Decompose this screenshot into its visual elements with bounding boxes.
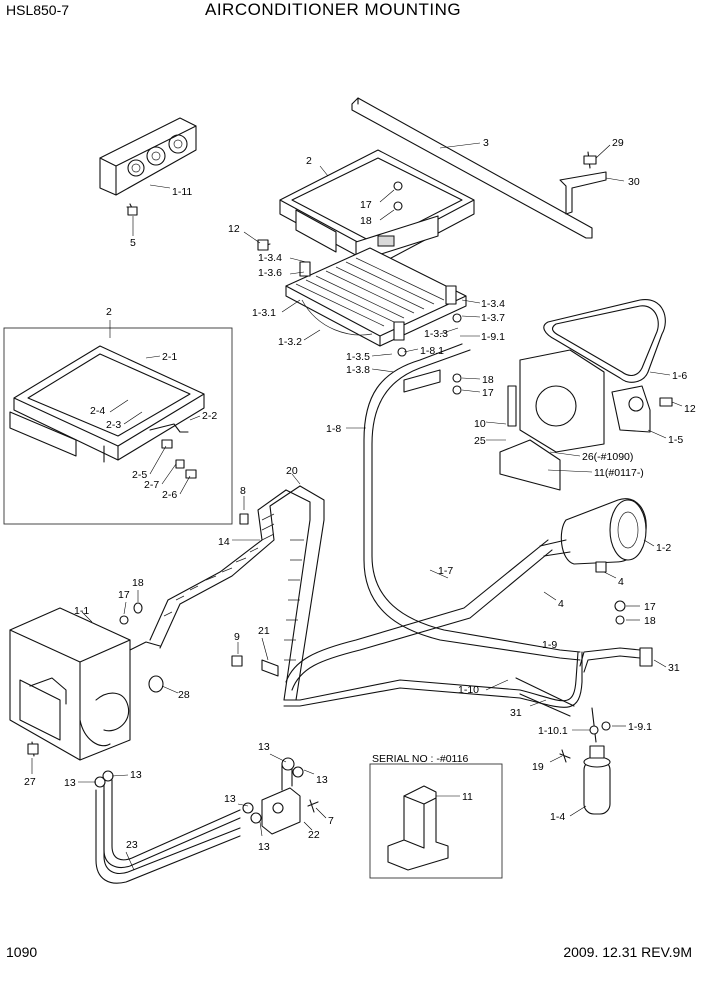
callout: 29 xyxy=(612,137,624,149)
callout: 21 xyxy=(258,625,270,637)
callout: 18 xyxy=(132,577,144,589)
receiver-drier-part[interactable] xyxy=(559,600,653,815)
callout: 3 xyxy=(483,137,489,149)
callout: 20 xyxy=(286,465,298,477)
callout: 4 xyxy=(618,576,624,588)
control-panel-part[interactable] xyxy=(99,117,197,216)
callout: 1-10 xyxy=(458,684,479,696)
callout: 14 xyxy=(218,536,230,548)
callout: 31 xyxy=(668,662,680,674)
drive-belt-part[interactable] xyxy=(543,299,666,383)
callout: 28 xyxy=(178,689,190,701)
serial-label: SERIAL NO : -#0116 xyxy=(372,753,468,765)
serial-inset-box xyxy=(369,763,503,879)
callout: 1-9.1 xyxy=(628,721,652,733)
callout: 11(#0117-) xyxy=(594,467,644,479)
callout: 2-2 xyxy=(202,410,217,422)
callout: 1-3.3 xyxy=(424,328,448,340)
callout: 5 xyxy=(130,237,136,249)
bracket-strip-part[interactable] xyxy=(351,97,593,239)
page-number: 1090 xyxy=(6,944,38,960)
callout: 2-5 xyxy=(132,469,147,481)
callout: 26(-#1090) xyxy=(582,451,633,463)
callout: 1-7 xyxy=(438,565,453,577)
callout: 13 xyxy=(316,774,328,786)
callout: 18 xyxy=(482,374,494,386)
callout: 1-3.4 xyxy=(481,298,505,310)
drain-pipe-part[interactable] xyxy=(94,770,262,884)
callout: 4 xyxy=(558,598,564,610)
callout: 13 xyxy=(224,793,236,805)
callout: 13 xyxy=(64,777,76,789)
compressor-part[interactable] xyxy=(539,498,647,573)
callout: 2-4 xyxy=(90,405,105,417)
callout: 25 xyxy=(474,435,486,447)
callout: 8 xyxy=(240,485,246,497)
model-code: HSL850-7 xyxy=(6,2,70,18)
callout: 2-1 xyxy=(162,351,177,363)
condenser-part[interactable] xyxy=(257,181,467,357)
callout: 1-1 xyxy=(74,605,89,617)
serial-callout: 11 xyxy=(462,791,473,803)
callout: 1-3.1 xyxy=(252,307,276,319)
callout: 2-3 xyxy=(106,419,121,431)
callout: 17 xyxy=(482,387,494,399)
small-bracket-part[interactable] xyxy=(559,151,607,215)
callout: 18 xyxy=(644,615,656,627)
inset-frame-part[interactable] xyxy=(9,345,205,479)
callout: 1-5 xyxy=(668,434,683,446)
callout: 12 xyxy=(228,223,240,235)
corrugated-duct-part[interactable] xyxy=(149,485,325,701)
compressor-bracket-part[interactable] xyxy=(499,349,673,491)
callout: 13 xyxy=(258,841,270,853)
inset-detail-box xyxy=(3,327,233,525)
condenser-frame-part[interactable] xyxy=(279,149,475,267)
callout: 1-10.1 xyxy=(538,725,568,737)
callout: 9 xyxy=(234,631,240,643)
callout: 1-3.5 xyxy=(346,351,370,363)
callout: 27 xyxy=(24,776,36,788)
callout: 23 xyxy=(126,839,138,851)
callout: 30 xyxy=(628,176,640,188)
serial-bracket-part[interactable] xyxy=(387,785,449,871)
callout: 18 xyxy=(360,215,372,227)
callout: 13 xyxy=(258,741,270,753)
callout: 7 xyxy=(328,815,334,827)
callout: 13 xyxy=(130,769,142,781)
evaporator-unit-part[interactable] xyxy=(9,602,164,761)
callout: 1-11 xyxy=(172,186,192,198)
callout: 22 xyxy=(308,829,320,841)
valve-bracket-part[interactable] xyxy=(261,757,319,835)
callout: 1-3.7 xyxy=(481,312,505,324)
callout: 1-6 xyxy=(672,370,687,382)
hose-assembly[interactable] xyxy=(283,343,583,717)
callout: 2-6 xyxy=(162,489,177,501)
callout: 2-7 xyxy=(144,479,159,491)
callout: 1-2 xyxy=(656,542,671,554)
callout: 17 xyxy=(360,199,372,211)
callout: 17 xyxy=(644,601,656,613)
callout: 2 xyxy=(306,155,312,167)
callout: 1-4 xyxy=(550,811,565,823)
callout: 1-3.8 xyxy=(346,364,370,376)
page-title: AIRCONDITIONER MOUNTING xyxy=(205,0,462,19)
callout: 10 xyxy=(474,418,486,430)
callout: 17 xyxy=(118,589,130,601)
callout: 2 xyxy=(106,306,112,318)
callout: 1-3.2 xyxy=(278,336,302,348)
callout: 12 xyxy=(684,403,696,415)
callout: 1-3.6 xyxy=(258,267,282,279)
callout: 1-9.1 xyxy=(481,331,505,343)
callout: 19 xyxy=(532,761,544,773)
revision-date: 2009. 12.31 REV.9M xyxy=(563,944,692,960)
callout: 1-9 xyxy=(542,639,557,651)
callout: 1-3.4 xyxy=(258,252,282,264)
callout-labels: 1-11 5 2 3 29 30 17 18 12 1-3.4 1-3.6 1-… xyxy=(24,137,696,853)
callout: 1-8.1 xyxy=(420,345,444,357)
callout: 31 xyxy=(510,707,522,719)
callout: 1-8 xyxy=(326,423,341,435)
